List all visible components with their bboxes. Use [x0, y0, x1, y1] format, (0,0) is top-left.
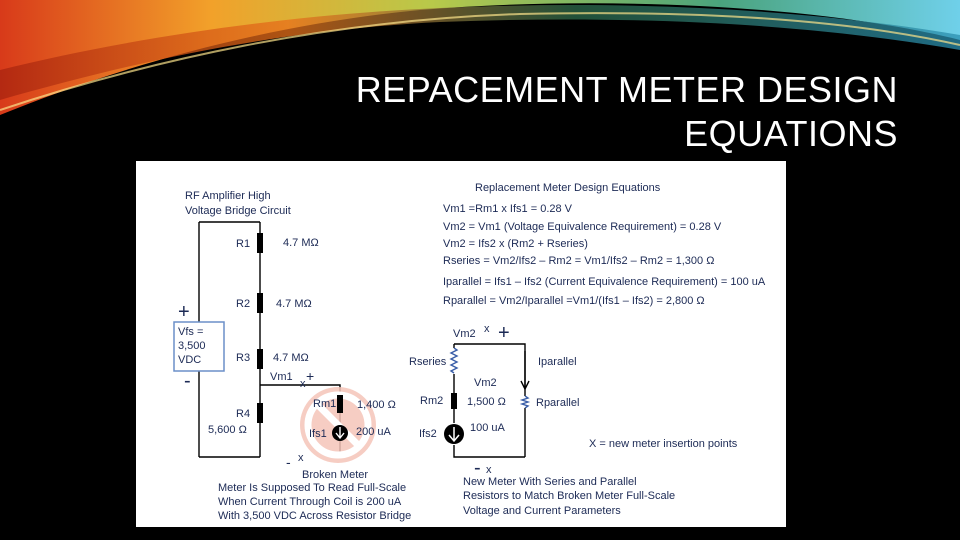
resistor-rm1 [337, 395, 343, 413]
x-bottom: x [486, 464, 492, 476]
right-plus-sign: + [498, 322, 510, 344]
ammeter-icon-new [444, 424, 464, 444]
meter-plus-sign: + [306, 368, 314, 384]
broken-meter-label: Broken Meter [302, 469, 368, 481]
caption-line-3: Voltage and Current Parameters [463, 505, 621, 517]
rseries-label: Rseries [409, 356, 447, 368]
equation-line-3: Vm2 = Ifs2 x (Rm2 + Rseries) [443, 238, 588, 250]
resistor-r3 [257, 349, 263, 369]
note-line-3: With 3,500 VDC Across Resistor Bridge [218, 510, 411, 522]
caption-line-2: Resistors to Match Broken Meter Full-Sca… [463, 490, 675, 502]
ifs1-label: Ifs1 [309, 428, 327, 440]
voltage-source-box [173, 321, 225, 372]
r1-value: 4.7 MΩ [283, 237, 319, 249]
equations-heading: Replacement Meter Design Equations [475, 182, 661, 194]
ifs1-value: 200 uA [356, 426, 392, 438]
ifs2-value: 100 uA [470, 422, 506, 434]
coil-resistor-icon [449, 347, 459, 374]
resistor-r4 [257, 403, 263, 423]
caption-line-1: New Meter With Series and Parallel [463, 476, 637, 488]
vm2-mid-label: Vm2 [474, 377, 497, 389]
r3-value: 4.7 MΩ [273, 352, 309, 364]
r2-label: R2 [236, 298, 250, 310]
decorative-swoosh-banner [0, 0, 960, 115]
source-minus-sign: - [184, 370, 191, 392]
right-circuit-left-wire [453, 344, 525, 458]
node-x-bottom: x [298, 452, 304, 464]
source-line-3: VDC [178, 354, 201, 366]
ammeter-icon [332, 425, 348, 441]
equation-line-4: Rseries = Vm2/Ifs2 – Rm2 = Vm1/Ifs2 – Rm… [443, 255, 714, 267]
circuit-diagram: RF Amplifier High Voltage Bridge Circuit… [173, 182, 766, 522]
ifs2-label: Ifs2 [419, 428, 437, 440]
slide-title: REPACEMENT METER DESIGN EQUATIONS [198, 68, 898, 156]
r4-value: 5,600 Ω [208, 424, 247, 436]
slide-title-line-2: EQUATIONS [684, 113, 898, 154]
rparallel-coil-icon [519, 395, 531, 409]
resistor-r1 [257, 233, 263, 253]
resistor-rm2 [451, 393, 457, 409]
equation-line-2: Vm2 = Vm1 (Voltage Equivalence Requireme… [443, 221, 722, 233]
meter-minus-sign: - [286, 454, 291, 470]
resistor-r2 [257, 293, 263, 313]
node-x-top: x [300, 378, 306, 390]
x-top: x [484, 323, 490, 335]
note-line-2: When Current Through Coil is 200 uA [218, 496, 402, 508]
iparallel-label: Iparallel [538, 356, 577, 368]
rm1-label: Rm1 [313, 398, 336, 410]
rm2-label: Rm2 [420, 395, 443, 407]
equation-line-5: Iparallel = Ifs1 – Ifs2 (Current Equival… [443, 276, 766, 288]
r3-label: R3 [236, 352, 250, 364]
vm2-top-label: Vm2 [453, 328, 476, 340]
rm2-value: 1,500 Ω [467, 396, 506, 408]
right-minus-sign: - [474, 457, 481, 479]
slide-title-line-1: REPACEMENT METER DESIGN [355, 69, 898, 110]
left-heading-line-2: Voltage Bridge Circuit [185, 205, 291, 217]
r1-label: R1 [236, 238, 250, 250]
note-line-1: Meter Is Supposed To Read Full-Scale [218, 482, 406, 494]
rparallel-label: Rparallel [536, 397, 579, 409]
left-heading-line-1: RF Amplifier High [185, 190, 271, 202]
rm1-value: 1,400 Ω [357, 399, 396, 411]
equation-line-6: Rparallel = Vm2/Iparallel =Vm1/(Ifs1 – I… [443, 295, 705, 307]
vm1-label: Vm1 [270, 371, 293, 383]
insertion-points-legend: X = new meter insertion points [589, 438, 738, 450]
source-plus-sign: + [178, 301, 190, 323]
diagram-panel: RF Amplifier High Voltage Bridge Circuit… [136, 161, 786, 527]
r4-label: R4 [236, 408, 250, 420]
equation-line-1: Vm1 =Rm1 x Ifs1 = 0.28 V [443, 203, 573, 215]
source-line-2: 3,500 [178, 340, 206, 352]
iparallel-arrow-icon [520, 351, 530, 391]
r2-value: 4.7 MΩ [276, 298, 312, 310]
source-line-1: Vfs = [178, 326, 203, 338]
